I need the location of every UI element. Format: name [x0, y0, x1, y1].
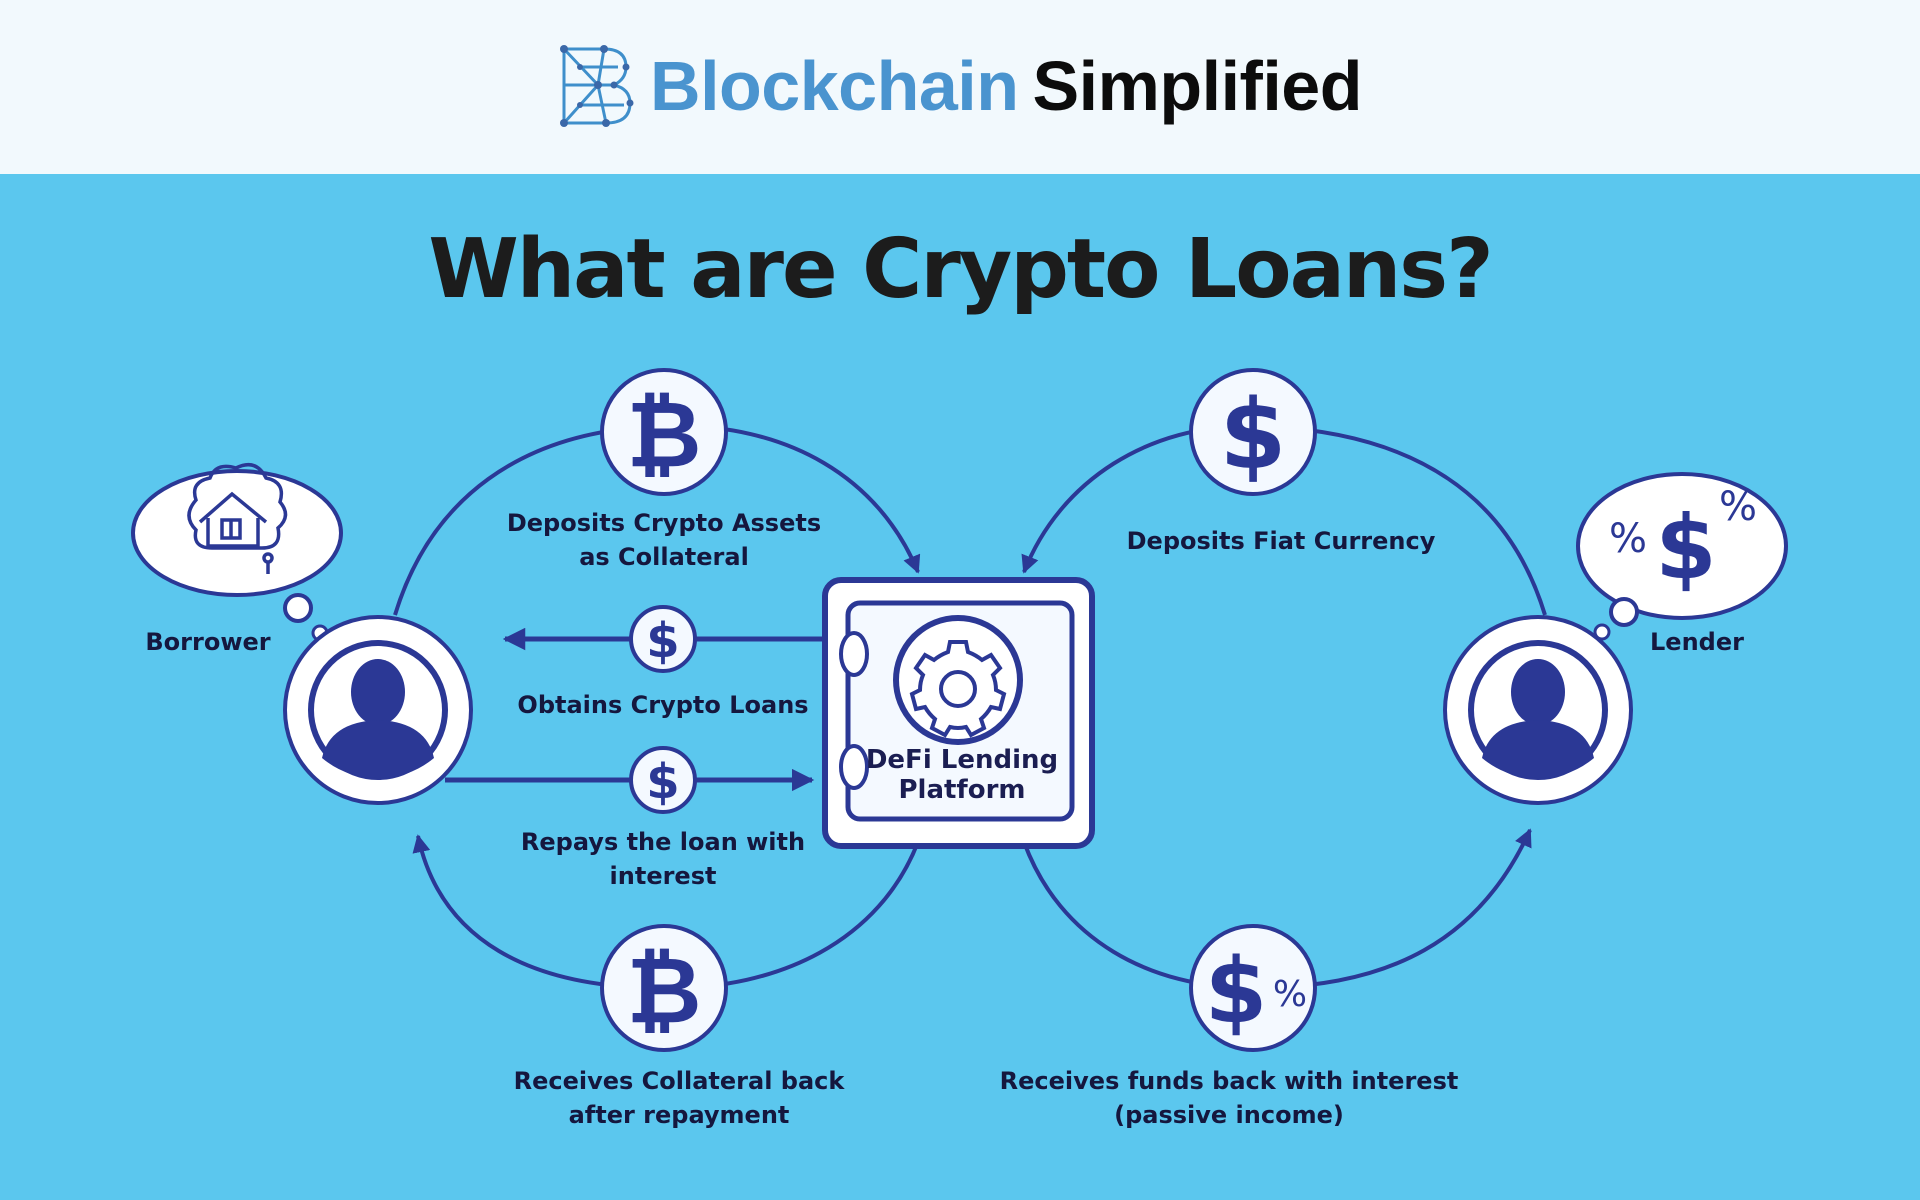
label-repay-line2: interest	[609, 862, 717, 890]
brand-name-simplified: Simplified	[1032, 47, 1362, 125]
person-icon	[1482, 659, 1594, 778]
deposit-fiat-icon-circle: $	[1189, 368, 1317, 496]
safe-hinge-top	[839, 631, 869, 677]
label-deposit-fiat: Deposits Fiat Currency	[1126, 527, 1436, 555]
label-obtain-loans: Obtains Crypto Loans	[517, 691, 809, 719]
blockchain-b-icon	[560, 45, 634, 127]
lender-thought-bubble: $ % %	[1576, 472, 1788, 641]
label-collateral-back-line1: Receives Collateral back	[513, 1067, 845, 1095]
bitcoin-icon: ₿	[627, 937, 702, 1044]
gear-icon	[909, 640, 1007, 738]
label-funds-back: Receives funds back with interest (passi…	[984, 1064, 1474, 1132]
platform-label: DeFi Lending Platform	[862, 745, 1062, 805]
label-funds-back-line1: Receives funds back with interest	[999, 1067, 1459, 1095]
label-repay: Repays the loan with interest	[463, 825, 863, 893]
label-lender: Lender	[1650, 628, 1744, 656]
borrower-thought-bubble	[131, 462, 343, 642]
svg-text:%: %	[1719, 484, 1757, 530]
funds-back-icon-circle: $ %	[1189, 924, 1317, 1052]
dollar-percent-icon: $ % %	[1609, 484, 1757, 599]
lender-avatar	[1443, 615, 1633, 805]
label-borrower: Borrower	[145, 628, 271, 656]
platform-label-line1: DeFi Lending	[865, 745, 1059, 775]
person-icon	[322, 659, 434, 778]
label-collateral-back-line2: after repayment	[568, 1101, 790, 1129]
house-icon	[187, 462, 288, 574]
repay-icon-circle: $	[629, 746, 697, 814]
platform-label-line2: Platform	[898, 775, 1026, 805]
dollar-icon: $	[1220, 379, 1287, 491]
label-deposit-collateral: Deposits Crypto Assets as Collateral	[464, 506, 864, 574]
obtain-loans-icon-circle: $	[629, 605, 697, 673]
label-repay-line1: Repays the loan with	[520, 828, 806, 856]
label-deposit-collateral-line2: as Collateral	[579, 543, 749, 571]
defi-platform-safe	[822, 577, 1095, 849]
svg-text:$: $	[1655, 496, 1716, 599]
dollar-icon: $	[646, 754, 679, 810]
brand: Blockchain Simplified	[0, 40, 1920, 132]
brand-name-blockchain: Blockchain	[650, 47, 1019, 125]
page-title: What are Crypto Loans?	[428, 222, 1493, 317]
svg-text:%: %	[1609, 516, 1647, 562]
percent-icon: %	[1273, 974, 1307, 1015]
collateral-back-icon-circle: ₿	[600, 924, 728, 1052]
label-deposit-collateral-line1: Deposits Crypto Assets	[506, 509, 822, 537]
dollar-icon: $	[646, 613, 679, 669]
label-funds-back-line2: (passive income)	[1114, 1101, 1344, 1129]
label-collateral-back: Receives Collateral back after repayment	[464, 1064, 894, 1132]
header-bar	[0, 0, 1920, 174]
borrower-avatar	[283, 615, 473, 805]
bitcoin-icon: ₿	[627, 381, 702, 488]
deposit-collateral-icon-circle: ₿	[600, 368, 728, 496]
dollar-percent-icon: $	[1205, 939, 1268, 1044]
safe-hinge-bottom	[839, 744, 869, 790]
